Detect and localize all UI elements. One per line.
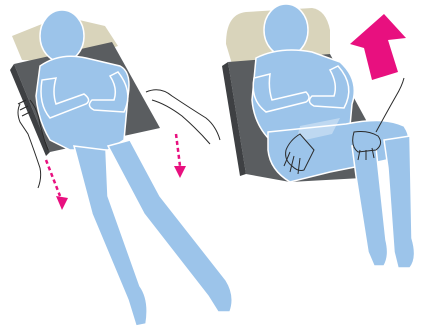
hand-icon [146, 90, 220, 140]
right-leg [384, 136, 415, 268]
panel-lying [10, 10, 232, 326]
left-leg [352, 146, 388, 266]
hand-icon [353, 132, 381, 153]
down-arrow-icon [46, 160, 68, 210]
down-arrow-icon [174, 134, 186, 178]
head [264, 4, 308, 56]
up-arrow-icon [350, 14, 406, 80]
hand-icon [152, 100, 210, 144]
panel-sitting [222, 4, 415, 268]
head [40, 10, 84, 62]
